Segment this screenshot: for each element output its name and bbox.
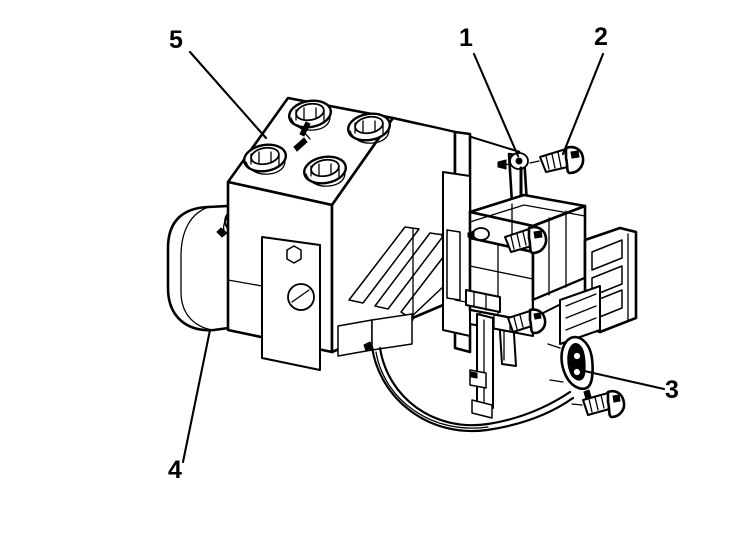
lower-connector-structure [454,289,501,313]
wire-harness-loop [363,313,575,433]
brake-line-port-3 [242,143,288,175]
electronic-brake-control-module [467,193,587,337]
retaining-clip-bracket [547,335,594,400]
valve-block-face-details [227,245,315,311]
leader-lines [181,50,666,464]
brake-line-port-1 [287,99,333,131]
brake-line-port-4 [302,155,348,187]
callout-label-2: 2 [594,23,608,51]
leader-line-3 [578,368,666,391]
leader-line-1 [472,52,520,158]
callout-labels: 5 1 2 3 4 [168,23,679,484]
clip-screw [571,389,626,419]
module-screw-lower [507,308,547,335]
callout-label-5: 5 [169,26,183,54]
callout-label-1: 1 [459,24,473,52]
brake-pressure-modulator-valve-block [226,96,521,371]
leader-line-2 [561,52,605,156]
brake-line-ports [242,99,392,187]
module-screw-middle [504,225,548,255]
module-heat-sink-fins [559,226,638,345]
callout-label-3: 3 [665,376,679,404]
callout-label-4: 4 [168,456,182,484]
leader-line-5 [188,50,268,140]
cast-marks [293,121,311,152]
leader-line-4 [181,328,212,464]
brake-line-port-2 [346,112,392,144]
module-screw-upper [529,145,585,175]
